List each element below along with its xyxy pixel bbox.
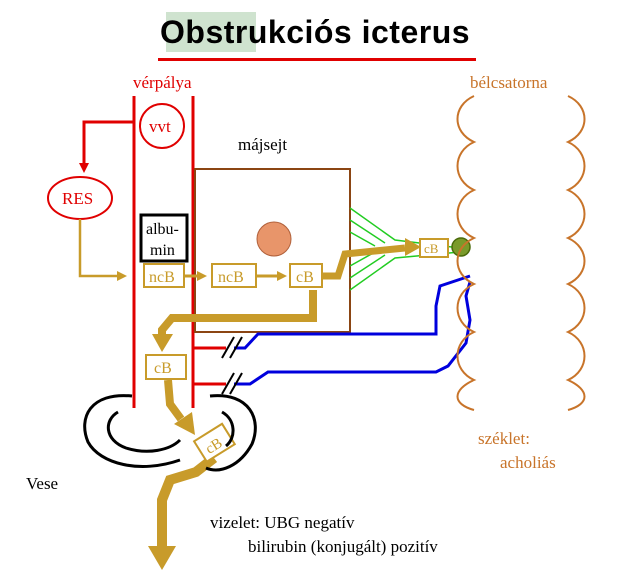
regurgitation-arrowhead [152, 334, 173, 352]
ncb-blood-box [143, 263, 185, 288]
cb-liver-box [289, 263, 323, 288]
szeklet-label-1: széklet: [478, 429, 530, 448]
ncb-liver-box [211, 263, 257, 288]
cb-bile-box [419, 238, 449, 258]
albumin-label-2: min [150, 242, 175, 259]
urine-arrowhead [148, 546, 176, 570]
cb-kidney-box [192, 422, 237, 464]
res-label: RES [62, 189, 93, 208]
red-connector-bottom [191, 382, 226, 408]
kidney-outline [83, 394, 257, 472]
cb-bile-label: cB [424, 241, 439, 256]
vvt-node [139, 103, 185, 149]
belcsatorna-label: bélcsatorna [470, 73, 548, 92]
albumin-label-1: albu- [146, 221, 179, 238]
cb-to-bile-flow [320, 244, 406, 280]
cb-liver-label: cB [296, 269, 314, 286]
cb-kidney-label: cB [203, 435, 226, 457]
majsejt-label: májsejt [238, 135, 287, 154]
obstruction-stone [451, 237, 471, 257]
vvt-label: vvt [149, 117, 171, 136]
blue-vessel-lower [234, 281, 472, 386]
regurgitation-flow [158, 290, 317, 336]
blue-vessel-upper [234, 274, 471, 350]
ncb-blood-label: ncB [149, 269, 175, 286]
red-branch-to-res [79, 120, 134, 173]
urine-flow [157, 454, 218, 548]
cb-blood-box [145, 354, 187, 380]
title-highlight [166, 12, 256, 52]
cb-kidney-box-group [192, 422, 237, 464]
title-underline [158, 58, 476, 61]
szeklet-label-2: acholiás [500, 453, 556, 472]
intestine-right-wall [565, 95, 586, 411]
title-block: Obstrukciós icterus [160, 10, 470, 58]
albumin-box [139, 213, 189, 263]
blood-to-kidney-flow [164, 379, 185, 422]
cb-to-bile-arrowhead [405, 238, 421, 256]
vizelet-label-1: vizelet: UBG negatív [210, 513, 355, 532]
intestine-left-wall [456, 95, 477, 411]
break-marks [221, 336, 243, 395]
vizelet-label-2: bilirubin (konjugált) pozitív [248, 537, 438, 556]
cb-blood-label: cB [154, 360, 172, 377]
blood-to-kidney-arrowhead [174, 412, 195, 435]
verpalya-label: vérpálya [133, 73, 192, 92]
ncb-liver-label: ncB [218, 269, 244, 286]
nucleus [256, 221, 292, 257]
vese-label: Vese [26, 474, 58, 493]
res-to-blood-arrow [78, 219, 127, 281]
page-title: Obstrukciós icterus [160, 14, 471, 50]
